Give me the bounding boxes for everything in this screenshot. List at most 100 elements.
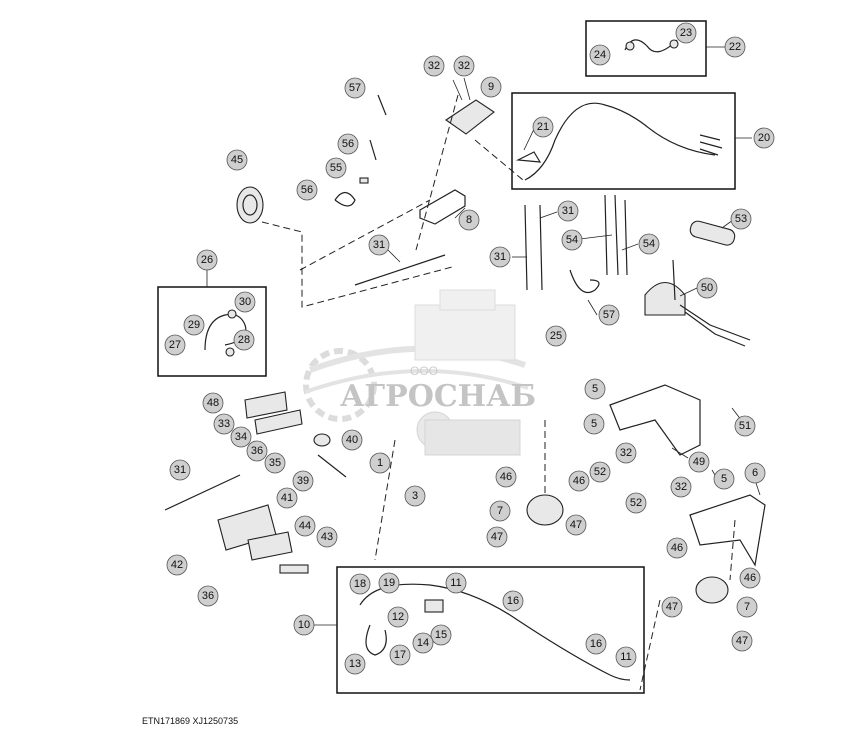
- callout-36b: 36: [197, 585, 219, 607]
- callout-bubble: [670, 476, 692, 498]
- callout-bubble: [589, 44, 611, 66]
- callout-22: 22: [724, 36, 746, 58]
- callout-label: 55: [330, 162, 342, 174]
- callout-32c: 32: [615, 442, 637, 464]
- callout-label: 46: [744, 572, 756, 584]
- box-kit-22: [585, 20, 707, 77]
- callout-label: 7: [744, 601, 750, 613]
- callout-52b: 52: [625, 492, 647, 514]
- callout-label: 26: [201, 254, 213, 266]
- part-pad-44: [247, 531, 293, 561]
- callout-bubble: [430, 624, 452, 646]
- watermark-small-text: ООО: [410, 364, 438, 378]
- callout-21: 21: [532, 116, 554, 138]
- callout-31d: 31: [169, 459, 191, 481]
- callout-label: 46: [500, 471, 512, 483]
- part-knob-35: [313, 433, 331, 447]
- callout-bubble: [489, 500, 511, 522]
- callout-bubble: [316, 526, 338, 548]
- callout-bubble: [292, 470, 314, 492]
- dash-line-7: [639, 599, 661, 691]
- callout-bubble: [615, 646, 637, 668]
- callout-16b: 16: [585, 633, 607, 655]
- callout-label: 15: [435, 629, 447, 641]
- callout-45: 45: [226, 149, 248, 171]
- callout-54b: 54: [638, 233, 660, 255]
- callout-label: 24: [594, 49, 606, 61]
- part-nut-55: [359, 177, 369, 184]
- callout-label: 57: [603, 309, 615, 321]
- callout-bubble: [453, 55, 475, 77]
- callout-bubble: [183, 314, 205, 336]
- callout-bubble: [404, 485, 426, 507]
- callout-bubble: [661, 596, 683, 618]
- callout-label: 47: [666, 601, 678, 613]
- callout-label: 30: [239, 296, 251, 308]
- callout-label: 6: [752, 467, 758, 479]
- callout-label: 3: [412, 490, 418, 502]
- callout-bubble: [369, 452, 391, 474]
- callout-32b: 32: [453, 55, 475, 77]
- part-bracket-49: [609, 384, 701, 456]
- callout-label: 5: [592, 383, 598, 395]
- callout-bubble: [458, 209, 480, 231]
- callout-label: 42: [171, 559, 183, 571]
- callout-bubble: [445, 572, 467, 594]
- callout-bubble: [734, 415, 756, 437]
- callout-bubble: [736, 596, 758, 618]
- callout-bubble: [713, 468, 735, 490]
- dash-line-8: [729, 519, 736, 581]
- callout-label: 47: [491, 531, 503, 543]
- callout-27: 27: [164, 334, 186, 356]
- callout-bubble: [349, 573, 371, 595]
- callout-49: 49: [688, 451, 710, 473]
- callout-56a: 56: [337, 133, 359, 155]
- callout-label: 48: [207, 397, 219, 409]
- callout-bubble: [486, 526, 508, 548]
- callout-bubble: [744, 462, 766, 484]
- callout-bubble: [389, 644, 411, 666]
- callout-bubble: [480, 76, 502, 98]
- callout-bubble: [489, 246, 511, 268]
- callout-bubble: [368, 234, 390, 256]
- part-pin-56: [369, 139, 377, 161]
- callout-label: 32: [620, 447, 632, 459]
- callout-11a: 11: [445, 572, 467, 594]
- watermark-text: АГРОСНАБ: [340, 379, 536, 414]
- callout-label: 46: [573, 475, 585, 487]
- figure-code: ETN171869 XJ1250735: [142, 716, 239, 726]
- callout-40: 40: [341, 429, 363, 451]
- callout-46b: 46: [568, 470, 590, 492]
- callout-46d: 46: [739, 567, 761, 589]
- callout-bubble: [557, 200, 579, 222]
- callout-bubble: [341, 429, 363, 451]
- callout-32a: 32: [423, 55, 445, 77]
- callout-label: 39: [297, 475, 309, 487]
- callout-bubble: [234, 291, 256, 313]
- callout-53: 53: [730, 208, 752, 230]
- callout-31c: 31: [489, 246, 511, 268]
- callout-47c: 47: [661, 596, 683, 618]
- callout-31a: 31: [557, 200, 579, 222]
- callout-56b: 56: [296, 179, 318, 201]
- callout-bubble: [325, 157, 347, 179]
- callout-label: 43: [321, 531, 333, 543]
- callout-bubble: [568, 470, 590, 492]
- callout-bubble: [296, 179, 318, 201]
- dash-line-2: [299, 199, 431, 271]
- callout-47d: 47: [731, 630, 753, 652]
- callout-18: 18: [349, 573, 371, 595]
- part-grip-53: [689, 220, 736, 246]
- callout-5b: 5: [583, 413, 605, 435]
- callout-33: 33: [213, 413, 235, 435]
- part-bracket-8: [419, 189, 466, 225]
- callout-bubble: [724, 36, 746, 58]
- callout-label: 35: [269, 457, 281, 469]
- callout-label: 20: [758, 132, 770, 144]
- callout-label: 49: [693, 456, 705, 468]
- part-lamp-7-right: [695, 576, 729, 604]
- part-cable-31-top: [354, 254, 446, 286]
- callout-41: 41: [276, 487, 298, 509]
- box-harness-10: [336, 566, 645, 694]
